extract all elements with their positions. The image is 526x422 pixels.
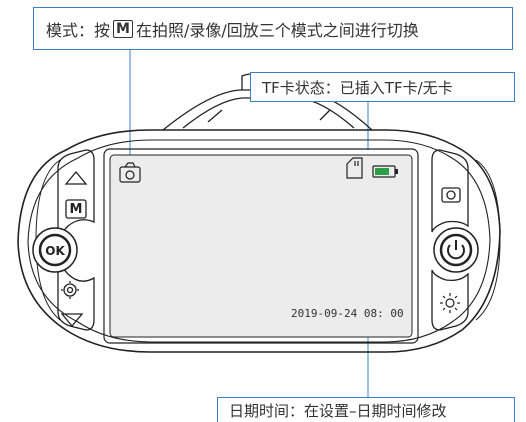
camera-capture-icon[interactable] [441,187,461,203]
camera-mode-icon [119,162,141,183]
sd-card-icon [346,157,363,179]
m-button[interactable] [65,199,87,219]
up-arrow-icon[interactable] [64,170,88,185]
m-key-icon: M [113,19,134,38]
m-button-label: M [70,202,83,217]
gear-icon[interactable] [61,281,79,299]
right-button-pod [431,149,469,331]
power-button[interactable] [433,227,479,273]
ok-button[interactable] [32,227,78,273]
callout-datetime: 日期时间：在设置–日期时间修改 [217,397,515,422]
callout-mode: 模式：按 M 在拍照/录像/回放三个模式之间进行切换 [33,7,513,50]
callout-tf-card: TF卡状态：已插入TF卡/无卡 [250,72,515,102]
down-arrow-icon[interactable] [60,313,84,328]
ok-button-label: OK [45,244,65,258]
screen-datetime: 2019-09-24 08: 00 [291,307,404,320]
callout-mode-suffix: 在拍照/录像/回放三个模式之间进行切换 [136,20,419,40]
brightness-icon[interactable] [440,293,460,313]
callout-mode-prefix: 模式：按 [46,20,111,40]
display-screen [103,148,419,344]
battery-icon [372,165,398,178]
